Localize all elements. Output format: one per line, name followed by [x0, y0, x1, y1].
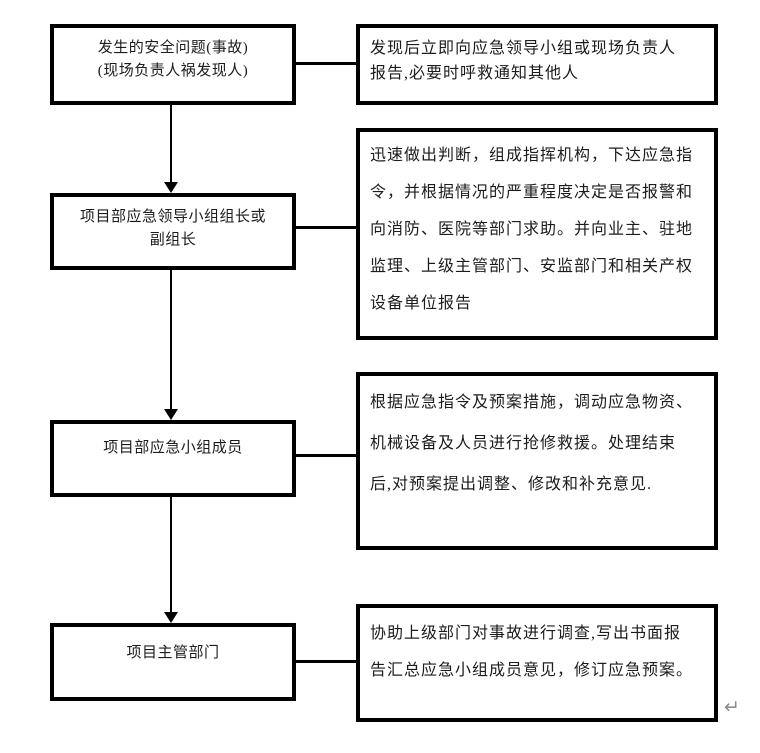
connector-line-3	[296, 454, 356, 457]
flow-node-incident: 发生的安全问题(事故) (现场负责人祸发现人)	[50, 24, 296, 105]
flow-node-supervising-dept: 项目主管部门	[50, 623, 296, 701]
arrow-head-icon	[164, 182, 178, 193]
down-arrow-3	[164, 497, 178, 623]
flow-node-team-members: 项目部应急小组成员	[50, 420, 296, 497]
flow-action-report: 发现后立即向应急领导小组或现场负责人 报告,必要时呼救通知其他人	[356, 24, 718, 105]
arrow-shaft	[170, 105, 172, 184]
flow-action-rescue: 根据应急指令及预案措施，调动应急物资、 机械设备及人员进行抢修救援。处理结束 后…	[356, 372, 718, 550]
arrow-head-icon	[164, 612, 178, 623]
arrow-shaft	[170, 270, 172, 411]
connector-line-1	[296, 62, 356, 65]
arrow-shaft	[170, 497, 172, 614]
paragraph-return-icon: ↵	[724, 696, 740, 718]
connector-line-4	[296, 660, 356, 663]
flow-action-command: 迅速做出判断，组成指挥机构，下达应急指 令，并根据情况的严重程度决定是否报警和 …	[356, 128, 718, 340]
down-arrow-1	[164, 105, 178, 193]
flow-action-investigate: 协助上级部门对事故进行调查,写出书面报 告汇总应急小组成员意见，修订应急预案。	[356, 604, 718, 722]
down-arrow-2	[164, 270, 178, 420]
arrow-head-icon	[164, 409, 178, 420]
flow-node-leader-group: 项目部应急领导小组组长或 副组长	[50, 193, 296, 270]
connector-line-2	[296, 226, 356, 229]
